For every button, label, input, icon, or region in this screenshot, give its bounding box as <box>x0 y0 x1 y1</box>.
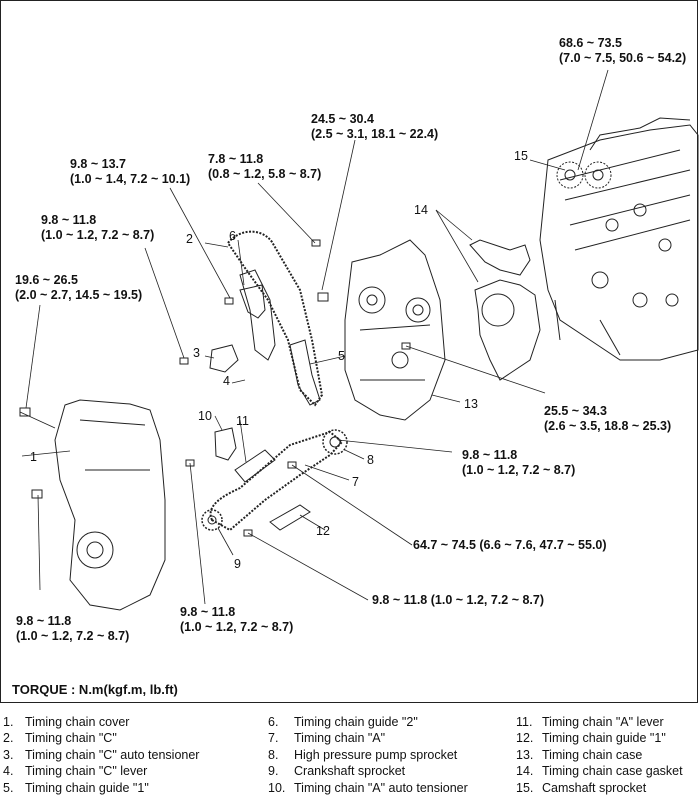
legend-item: 11.Timing chain "A" lever <box>516 715 664 729</box>
timing-chain-a-auto-tensioner <box>214 427 237 461</box>
legend-item: 6.Timing chain guide "2" <box>268 715 418 729</box>
callout-13: 13 <box>464 397 478 411</box>
timing-chain-c-auto-tensioner <box>209 344 239 373</box>
legend-item: 9.Crankshaft sprocket <box>268 764 406 779</box>
leader-lines <box>19 69 609 605</box>
timing-chain-a-lever <box>234 449 276 483</box>
callout-3: 3 <box>193 346 200 360</box>
torque-label-guide-2: 9.8 ~ 13.7(1.0 ~ 1.4, 7.2 ~ 10.1) <box>70 157 191 186</box>
timing-chain-cover <box>54 399 166 611</box>
callout-15: 15 <box>514 149 528 163</box>
legend-column-2: 6.Timing chain guide "2" 7.Timing chain … <box>268 714 468 796</box>
legend-item: 14.Timing chain case gasket <box>516 764 683 779</box>
torque-units-title: TORQUE : N.m(kgf.m, lb.ft) <box>12 682 178 697</box>
callout-8: 8 <box>367 453 374 467</box>
timing-chain-case-gasket <box>469 239 541 381</box>
torque-label-tensioner-a: 9.8 ~ 11.8(1.0 ~ 1.2, 7.2 ~ 8.7) <box>180 605 294 634</box>
callout-7: 7 <box>352 475 359 489</box>
torque-label-lever-a: 64.7 ~ 74.5 (6.6 ~ 7.6, 47.7 ~ 55.0) <box>413 538 607 552</box>
timing-chain-case <box>344 239 446 421</box>
callout-11: 11 <box>236 414 249 428</box>
torque-label-cover-lower: 9.8 ~ 11.8(1.0 ~ 1.2, 7.2 ~ 8.7) <box>16 614 130 643</box>
timing-chain-a <box>209 430 344 532</box>
torque-label-camshaft: 68.6 ~ 73.5(7.0 ~ 7.5, 50.6 ~ 54.2) <box>559 36 687 65</box>
callout-5: 5 <box>338 349 345 363</box>
timing-chain-c-lever <box>239 269 276 361</box>
legend-column-3: 11.Timing chain "A" lever 12.Timing chai… <box>516 714 683 796</box>
high-pressure-pump-sprocket <box>322 429 348 455</box>
callout-12: 12 <box>316 524 330 538</box>
torque-label-cover-bolt: 19.6 ~ 26.5(2.0 ~ 2.7, 14.5 ~ 19.5) <box>15 273 143 302</box>
callout-2: 2 <box>186 232 193 246</box>
legend-item: 10.Timing chain "A" auto tensioner <box>268 780 468 795</box>
timing-chain-guide-2 <box>239 284 266 319</box>
legend-item: 1.Timing chain cover <box>3 715 130 729</box>
torque-label-pump-sprocket: 9.8 ~ 11.8(1.0 ~ 1.2, 7.2 ~ 8.7) <box>462 448 576 477</box>
callout-6: 6 <box>229 229 236 243</box>
crankshaft-sprocket <box>201 509 223 531</box>
callout-10: 10 <box>198 409 212 423</box>
legend-item: 4.Timing chain "C" lever <box>3 764 148 779</box>
legend-item: 3.Timing chain "C" auto tensioner <box>3 747 200 762</box>
engine-block <box>539 117 699 361</box>
legend-item: 15.Camshaft sprocket <box>516 780 647 795</box>
legend-item: 2.Timing chain "C" <box>3 731 117 746</box>
legend-item: 5.Timing chain guide "1" <box>3 780 149 795</box>
callout-9: 9 <box>234 557 241 571</box>
timing-chain-a-guide-1 <box>269 504 311 531</box>
legend-item: 13.Timing chain case <box>516 747 643 762</box>
torque-label-case-bolt: 24.5 ~ 30.4(2.5 ~ 3.1, 18.1 ~ 22.4) <box>311 112 439 141</box>
camshaft-sprocket <box>556 161 612 189</box>
timing-chain-c <box>226 230 324 407</box>
legend-item: 12.Timing chain guide "1" <box>516 731 666 746</box>
legend-item: 8.High pressure pump sprocket <box>268 747 458 762</box>
callout-4: 4 <box>223 374 230 388</box>
torque-label-case: 25.5 ~ 34.3(2.6 ~ 3.5, 18.8 ~ 25.3) <box>544 404 672 433</box>
exploded-view-drawing <box>19 69 699 611</box>
timing-chain-guide-1 <box>289 339 321 406</box>
legend-item: 7.Timing chain "A" <box>268 731 386 746</box>
torque-label-guide-1: 7.8 ~ 11.8(0.8 ~ 1.2, 5.8 ~ 8.7) <box>208 152 322 181</box>
legend-column-1: 1.Timing chain cover 2.Timing chain "C" … <box>3 714 199 796</box>
callout-14: 14 <box>414 203 428 217</box>
torque-label-guide-a: 9.8 ~ 11.8 (1.0 ~ 1.2, 7.2 ~ 8.7) <box>372 593 545 607</box>
diagram-frame <box>0 0 698 703</box>
torque-label-tensioner-c: 9.8 ~ 11.8(1.0 ~ 1.2, 7.2 ~ 8.7) <box>41 213 155 242</box>
callout-1: 1 <box>30 450 37 464</box>
